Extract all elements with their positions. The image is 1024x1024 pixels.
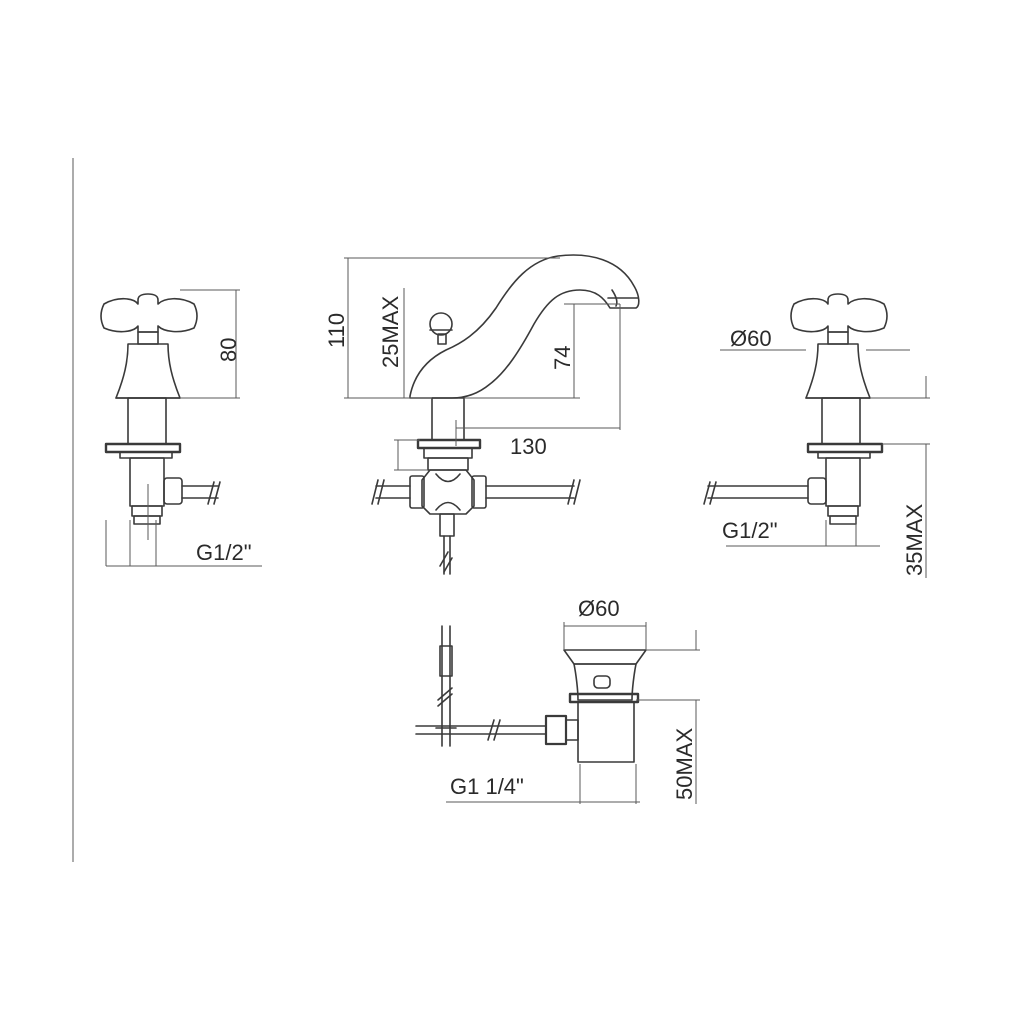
- center-spout: [344, 254, 640, 575]
- right-tap-thread-label: G1/2": [722, 518, 778, 543]
- waste-diameter-label: Ø60: [578, 596, 620, 621]
- waste-thread-label: G1 1/4": [450, 774, 524, 799]
- waste-height-label: 50MAX: [672, 728, 697, 800]
- right-tap: [703, 293, 930, 578]
- right-tap-diameter-label: Ø60: [730, 326, 772, 351]
- left-tap: [100, 289, 262, 567]
- spout-reach-label: 130: [510, 434, 547, 459]
- left-tap-thread-label: G1/2": [196, 540, 252, 565]
- waste-assembly: [415, 622, 700, 804]
- spout-outlet-height-label: 74: [550, 346, 575, 370]
- left-tap-height-label: 80: [216, 338, 241, 362]
- right-deck-thickness-label: 35MAX: [902, 504, 927, 576]
- spout-height-label: 110: [324, 313, 349, 348]
- deck-thickness-label: 25MAX: [378, 296, 403, 368]
